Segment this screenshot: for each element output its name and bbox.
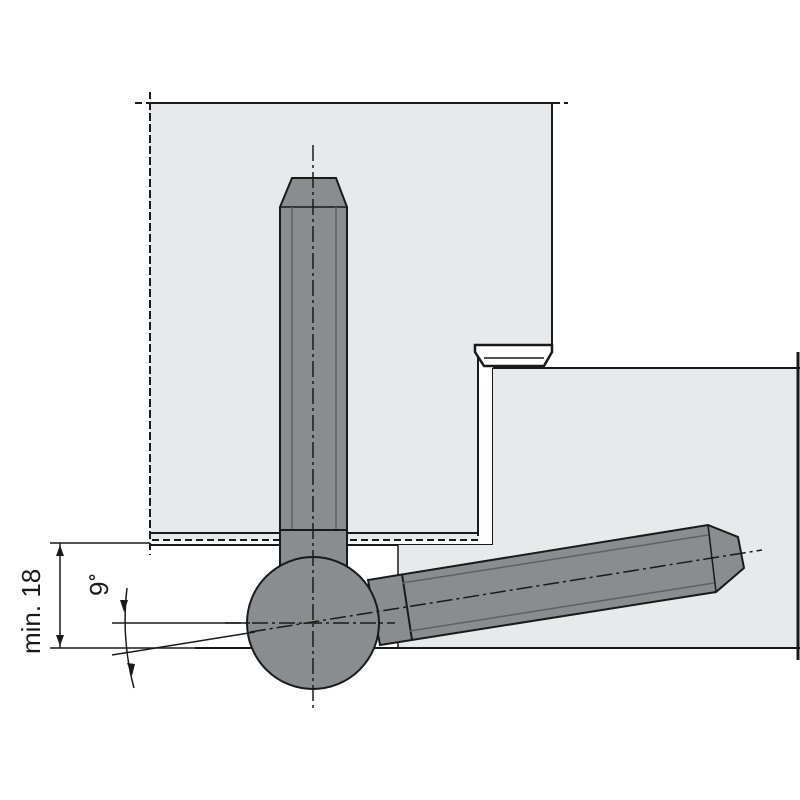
leaf-pin-collar-line [401, 573, 413, 641]
angle-arrow-top [120, 600, 128, 612]
angle-ref-line-angled [111, 631, 256, 656]
angle-dimension [111, 587, 256, 689]
leaf-pin-inner-top [401, 534, 709, 584]
frame-panel-body [149, 102, 553, 541]
height-dimension [50, 542, 200, 649]
leaf-pin-inner-bottom [409, 582, 715, 632]
rebate-outer-line [150, 345, 479, 534]
angle-label-group: 9 ° [84, 574, 114, 596]
angle-arc [124, 587, 135, 689]
leaf-hinge-pin [366, 523, 746, 647]
height-dimension-label: min. 18 [16, 569, 46, 654]
center-lines [225, 145, 763, 712]
angled-center-line [249, 549, 763, 633]
angle-arrow-bottom [127, 663, 135, 676]
angle-dimension-label: 9 [84, 582, 114, 596]
height-dim-arrow-top [56, 545, 64, 556]
seal-profile [473, 343, 554, 368]
angle-unit-symbol: ° [86, 574, 106, 581]
height-dim-arrow-bottom [56, 635, 64, 646]
